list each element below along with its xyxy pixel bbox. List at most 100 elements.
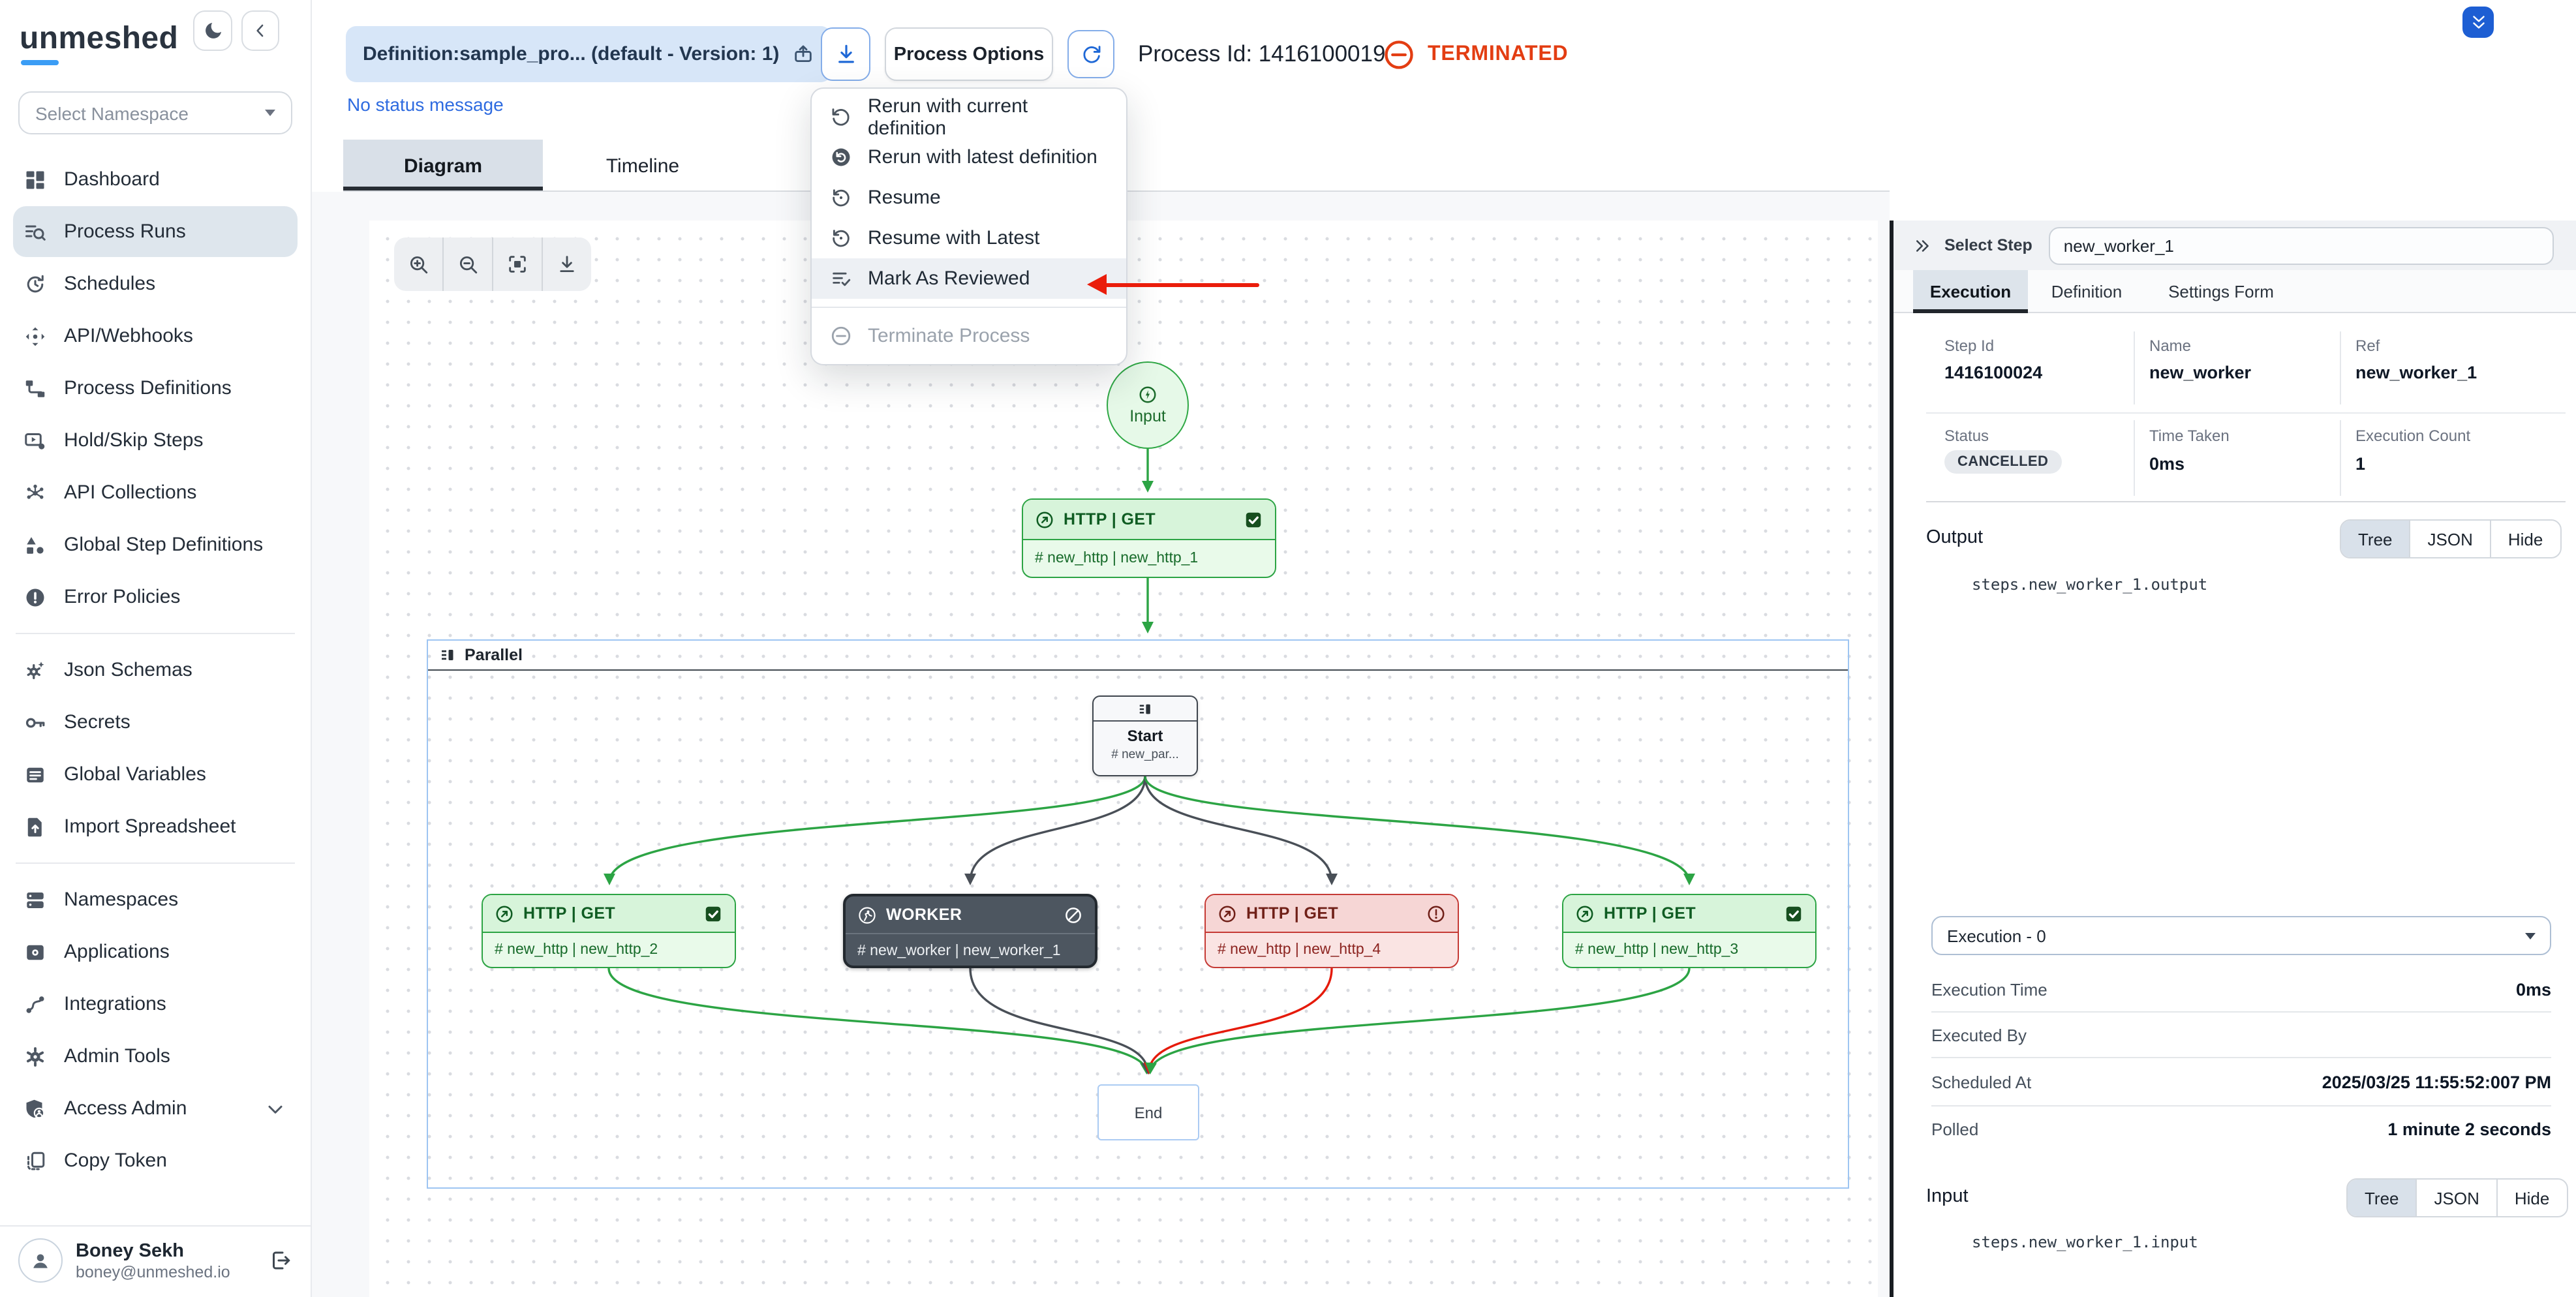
sidebar-item-integrations[interactable]: Integrations [13, 979, 298, 1030]
execution-select-value: Execution - 0 [1947, 926, 2046, 945]
menu-item-mark-as-reviewed[interactable]: Mark As Reviewed [812, 258, 1126, 299]
output-tree-root[interactable]: steps.new_worker_1.output [1972, 575, 2208, 594]
tab-settings-form[interactable]: Settings Form [2168, 282, 2274, 301]
parallel-group-node[interactable]: Parallel [427, 639, 1849, 1189]
execution-count-value: 1 [2355, 454, 2366, 474]
section-divider [1926, 501, 2566, 502]
file-upload-icon [23, 815, 47, 838]
zoom-out-button[interactable] [442, 237, 492, 291]
execution-select[interactable]: Execution - 0 [1931, 916, 2551, 955]
success-check-icon [1784, 904, 1803, 923]
fit-view-button[interactable] [492, 237, 542, 291]
row-value: 0ms [2515, 979, 2551, 999]
sidebar-item-global-variables[interactable]: Global Variables [13, 749, 298, 800]
collapse-sidebar-button[interactable] [241, 10, 279, 51]
download-process-button[interactable] [821, 27, 870, 81]
sidebar-item-process-definitions[interactable]: Process Definitions [13, 363, 298, 414]
output-view-json[interactable]: JSON [2409, 521, 2490, 557]
input-view-hide[interactable]: Hide [2496, 1180, 2567, 1216]
input-view-toggle: Tree JSON Hide [2346, 1178, 2568, 1217]
process-options-button[interactable]: Process Options [885, 27, 1053, 81]
tab-definition[interactable]: Definition [2051, 282, 2123, 301]
output-view-hide[interactable]: Hide [2489, 521, 2560, 557]
sidebar-item-admin-tools[interactable]: Admin Tools [13, 1031, 298, 1082]
diagram-canvas[interactable]: Parallel [369, 221, 1878, 1297]
step-node-new-http-1[interactable]: HTTP | GET # new_http | new_http_1 [1022, 498, 1276, 578]
http-icon [1575, 904, 1595, 923]
tab-diagram[interactable]: Diagram [343, 140, 543, 192]
tab-timeline[interactable]: Timeline [606, 155, 680, 177]
schedules-icon [23, 272, 47, 296]
input-node[interactable]: Input [1107, 361, 1189, 449]
input-view-tree[interactable]: Tree [2348, 1180, 2416, 1216]
menu-item-resume-latest[interactable]: Resume with Latest [812, 218, 1126, 258]
caret-down-icon [2525, 932, 2536, 939]
tab-execution[interactable]: Execution [1913, 270, 2028, 313]
row-divider [1931, 1057, 2551, 1058]
step-node-new-http-2[interactable]: HTTP | GET # new_http | new_http_2 [482, 894, 736, 968]
step-node-new-worker-1[interactable]: WORKER # new_worker | new_worker_1 [843, 894, 1097, 968]
worker-icon [857, 905, 877, 924]
menu-item-rerun-latest[interactable]: Rerun with latest definition [812, 137, 1126, 177]
step-node-new-http-3[interactable]: HTTP | GET # new_http | new_http_3 [1562, 894, 1817, 968]
success-check-icon [1244, 510, 1263, 529]
sidebar-item-api-webhooks[interactable]: API/Webhooks [13, 311, 298, 361]
sidebar-item-error-policies[interactable]: Error Policies [13, 572, 298, 622]
theme-toggle-button[interactable] [193, 10, 232, 51]
sidebar-item-dashboard[interactable]: Dashboard [13, 154, 298, 205]
step-ref: # new_http | new_http_1 [1035, 551, 1199, 566]
logout-icon[interactable] [269, 1249, 292, 1272]
annotation-arrow [1087, 274, 1261, 296]
collapse-panel-icon[interactable] [1913, 236, 1933, 255]
output-view-tree[interactable]: Tree [2341, 521, 2410, 557]
chevron-left-icon [251, 21, 270, 40]
sidebar-item-api-collections[interactable]: API Collections [13, 467, 298, 518]
sidebar-item-schedules[interactable]: Schedules [13, 258, 298, 309]
sidebar-item-hold-skip-steps[interactable]: Hold/Skip Steps [13, 415, 298, 466]
download-diagram-button[interactable] [542, 237, 591, 291]
input-view-json[interactable]: JSON [2415, 1180, 2496, 1216]
execution-time-row: Execution Time 0ms [1931, 968, 2551, 1010]
row-value: 2025/03/25 11:55:52:007 PM [2322, 1072, 2551, 1091]
user-email: boney@unmeshed.io [76, 1262, 230, 1281]
sidebar-item-copy-token[interactable]: Copy Token [13, 1135, 298, 1186]
sidebar-item-process-runs[interactable]: Process Runs [13, 206, 298, 257]
sidebar-divider [16, 633, 295, 634]
open-definition-icon [792, 43, 814, 65]
end-node[interactable]: End [1097, 1084, 1199, 1140]
zoom-in-button[interactable] [394, 237, 442, 291]
sidebar-item-access-admin[interactable]: Access Admin [13, 1083, 298, 1134]
sidebar-item-secrets[interactable]: Secrets [13, 697, 298, 748]
executed-by-row: Executed By [1931, 1014, 2551, 1056]
select-step-input[interactable] [2049, 226, 2554, 264]
menu-item-resume[interactable]: Resume [812, 177, 1126, 218]
sidebar-item-applications[interactable]: Applications [13, 926, 298, 977]
avatar [18, 1238, 63, 1283]
step-title: WORKER [886, 906, 962, 924]
input-tree-root[interactable]: steps.new_worker_1.input [1972, 1233, 2198, 1251]
sidebar-item-namespaces[interactable]: Namespaces [13, 874, 298, 925]
sidebar-item-import-spreadsheet[interactable]: Import Spreadsheet [13, 801, 298, 852]
namespace-select[interactable]: Select Namespace [18, 91, 292, 134]
parallel-start-node[interactable]: Start # new_par... [1092, 695, 1198, 776]
key-icon [23, 710, 47, 734]
list-check-icon [830, 267, 852, 290]
sidebar-item-json-schemas[interactable]: Json Schemas [13, 645, 298, 695]
name-value: new_worker [2149, 363, 2252, 382]
menu-item-label: Terminate Process [868, 325, 1030, 347]
step-node-new-http-4[interactable]: HTTP | GET # new_http | new_http_4 [1204, 894, 1459, 968]
menu-item-rerun-current[interactable]: Rerun with current definition [812, 95, 1126, 139]
gear-icon [23, 1045, 47, 1068]
menu-item-label: Resume with Latest [868, 227, 1040, 249]
status-badge: CANCELLED [1944, 450, 2062, 474]
parallel-icon [440, 647, 455, 663]
definition-chip[interactable]: Definition:sample_pro... (default - Vers… [346, 26, 832, 82]
column-divider [2340, 331, 2341, 404]
terminated-status-icon [1382, 38, 1416, 72]
scroll-down-button[interactable] [2462, 7, 2494, 38]
sidebar-item-global-step-definitions[interactable]: Global Step Definitions [13, 519, 298, 570]
panel-scrollbar[interactable] [1890, 221, 1894, 1297]
status-label: Status [1944, 427, 1989, 445]
refresh-button[interactable] [1067, 30, 1114, 78]
time-taken-value: 0ms [2149, 454, 2185, 474]
